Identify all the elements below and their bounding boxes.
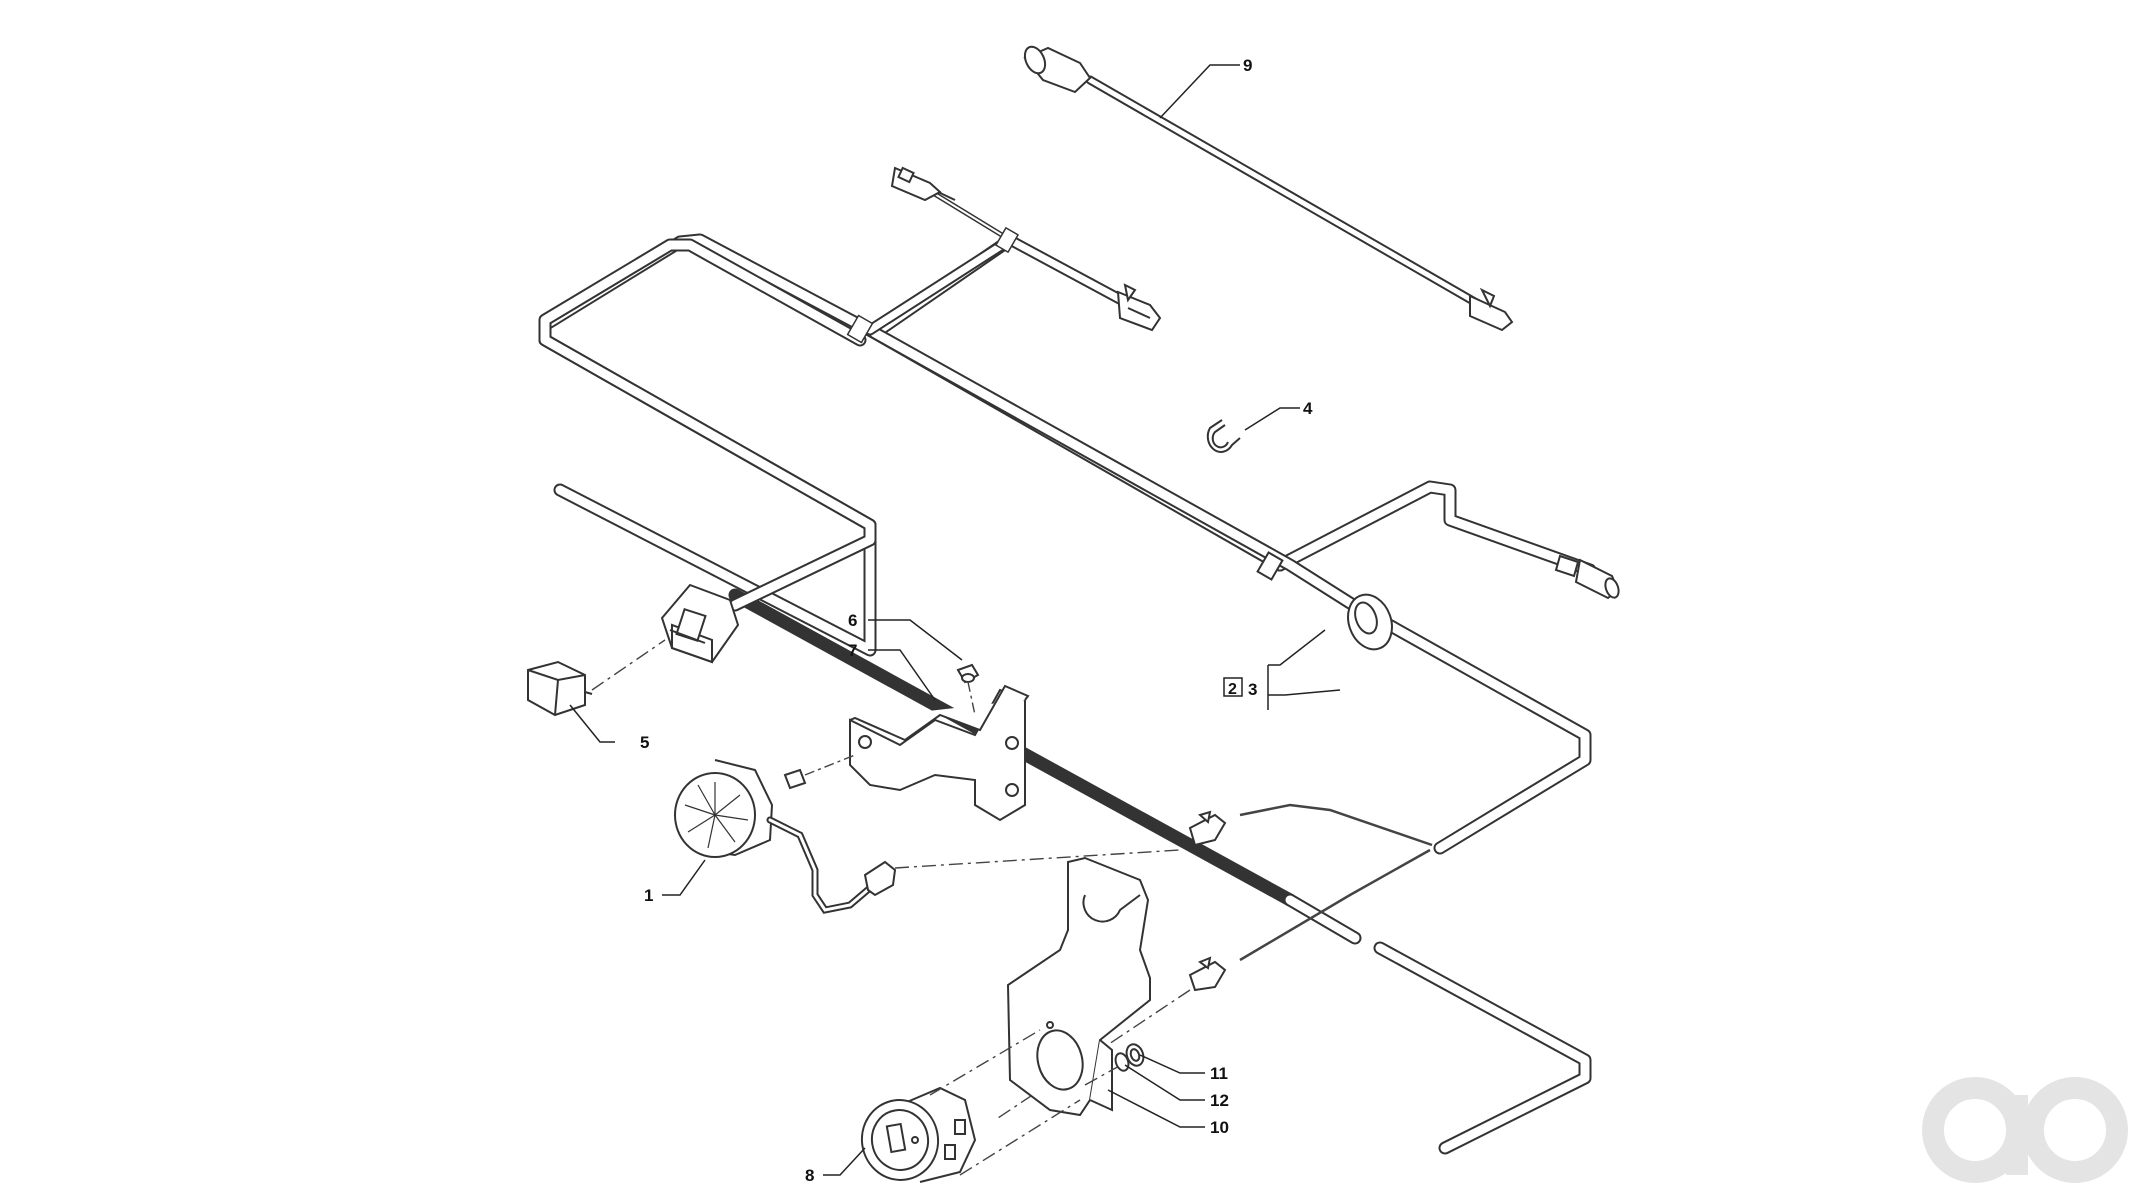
- callout-3: 3: [1248, 680, 1257, 699]
- callout-2: 2: [1228, 681, 1237, 698]
- clip-part-4: [1206, 419, 1241, 453]
- harness-upper-branch: [846, 182, 1146, 344]
- upper-left-plug: [890, 166, 956, 202]
- buzzer-dashdot-line: [804, 754, 856, 776]
- watermark-logo: [1922, 1077, 2128, 1183]
- nut-part-11: [1125, 1043, 1145, 1067]
- harness-left-loop: [538, 238, 877, 612]
- buzzer-lead: [766, 816, 874, 914]
- callout-9: 9: [1243, 56, 1252, 75]
- relay-dashdot-line: [591, 639, 666, 691]
- callout-12: 12: [1210, 1091, 1229, 1110]
- grommet: [1256, 551, 1393, 651]
- lead-terminal-upper: [1188, 810, 1227, 847]
- callout-8: 8: [805, 1166, 814, 1185]
- leader-lines: [569, 64, 1341, 1176]
- switch-part-8: [860, 1086, 977, 1183]
- buzzer-plug: [863, 860, 897, 897]
- callout-6: 6: [848, 611, 857, 630]
- callout-5: 5: [640, 733, 649, 752]
- relay-socket: [660, 583, 740, 664]
- relay-part-5: [527, 660, 593, 717]
- harness-lead-part-9: [1023, 45, 1514, 332]
- lead-terminal-lower: [1188, 956, 1227, 992]
- bolt-part-6: [956, 663, 980, 684]
- buzzer-part-1: [674, 759, 807, 858]
- bolt-dashdot-line: [967, 681, 976, 716]
- callout-10: 10: [1210, 1118, 1229, 1137]
- callout-1: 1: [644, 886, 653, 905]
- upper-harness-connector: [1116, 283, 1162, 332]
- bracket-part-7: [849, 684, 1030, 822]
- callout-11: 11: [1210, 1064, 1228, 1083]
- callout-4: 4: [1303, 399, 1313, 418]
- right-branch-connector: [1554, 554, 1620, 600]
- washer-part-12: [1114, 1052, 1130, 1072]
- switch-leads: [1239, 803, 1433, 962]
- bracket-part-10: [1006, 856, 1151, 1117]
- switch-dashdot-lines: [929, 1029, 1131, 1176]
- callout-7: 7: [848, 641, 857, 660]
- callout-labels: 9 4 2 3 6 7 5 1 11 12 10 8: [640, 56, 1313, 1185]
- buzzer-plug-dashdot: [894, 849, 1181, 869]
